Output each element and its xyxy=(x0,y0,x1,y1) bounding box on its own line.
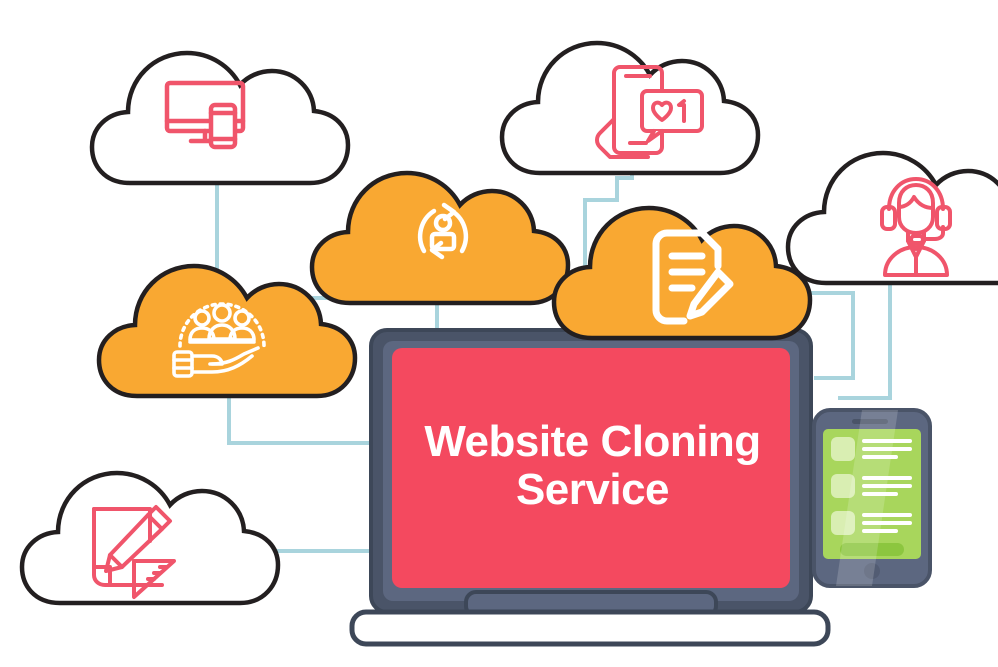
phone-list-line xyxy=(862,513,912,517)
connector-support-to-phone xyxy=(838,243,892,400)
phone-list-thumb xyxy=(831,474,855,498)
phone-list-line xyxy=(862,492,898,496)
phone-list-line xyxy=(862,529,898,533)
phone-list-line xyxy=(862,447,912,451)
cloud-social-engagement[interactable] xyxy=(502,43,758,173)
connector-clientcare-to-hub xyxy=(227,381,374,445)
phone-speaker xyxy=(852,419,888,424)
phone-list-line xyxy=(862,439,912,443)
cloud-content-writing[interactable] xyxy=(554,208,810,338)
hand-phone-like-icon xyxy=(595,65,704,159)
phone-screen-glare xyxy=(836,410,898,586)
phone-list-thumb xyxy=(831,511,855,535)
phone-list-thumb xyxy=(831,437,855,461)
cloud-customer-support[interactable] xyxy=(788,153,998,283)
smartphone[interactable] xyxy=(812,408,932,588)
phone-cta-button[interactable] xyxy=(840,543,904,556)
phone-list-line xyxy=(862,455,898,459)
document-pencil-icon xyxy=(652,229,734,325)
phone-list-line xyxy=(862,484,912,488)
hand-team-icon xyxy=(172,302,266,378)
connector-content-to-phone xyxy=(778,291,855,380)
monitor-mobile-icon xyxy=(164,80,246,150)
headset-agent-icon xyxy=(880,177,952,277)
phone-home-button[interactable] xyxy=(864,563,880,579)
laptop-screen[interactable] xyxy=(392,348,790,588)
laptop[interactable] xyxy=(349,328,831,647)
user-refresh-icon xyxy=(417,202,469,260)
cloud-ui-ux-design[interactable] xyxy=(22,473,278,603)
cloud-client-care[interactable] xyxy=(99,266,355,396)
laptop-base xyxy=(349,609,831,647)
blueprint-pencil-ruler-icon xyxy=(92,505,176,599)
cloud-responsive-design[interactable] xyxy=(92,53,348,183)
phone-list-line xyxy=(862,476,912,480)
phone-list-line xyxy=(862,521,912,525)
cloud-user-migration[interactable] xyxy=(312,173,568,303)
